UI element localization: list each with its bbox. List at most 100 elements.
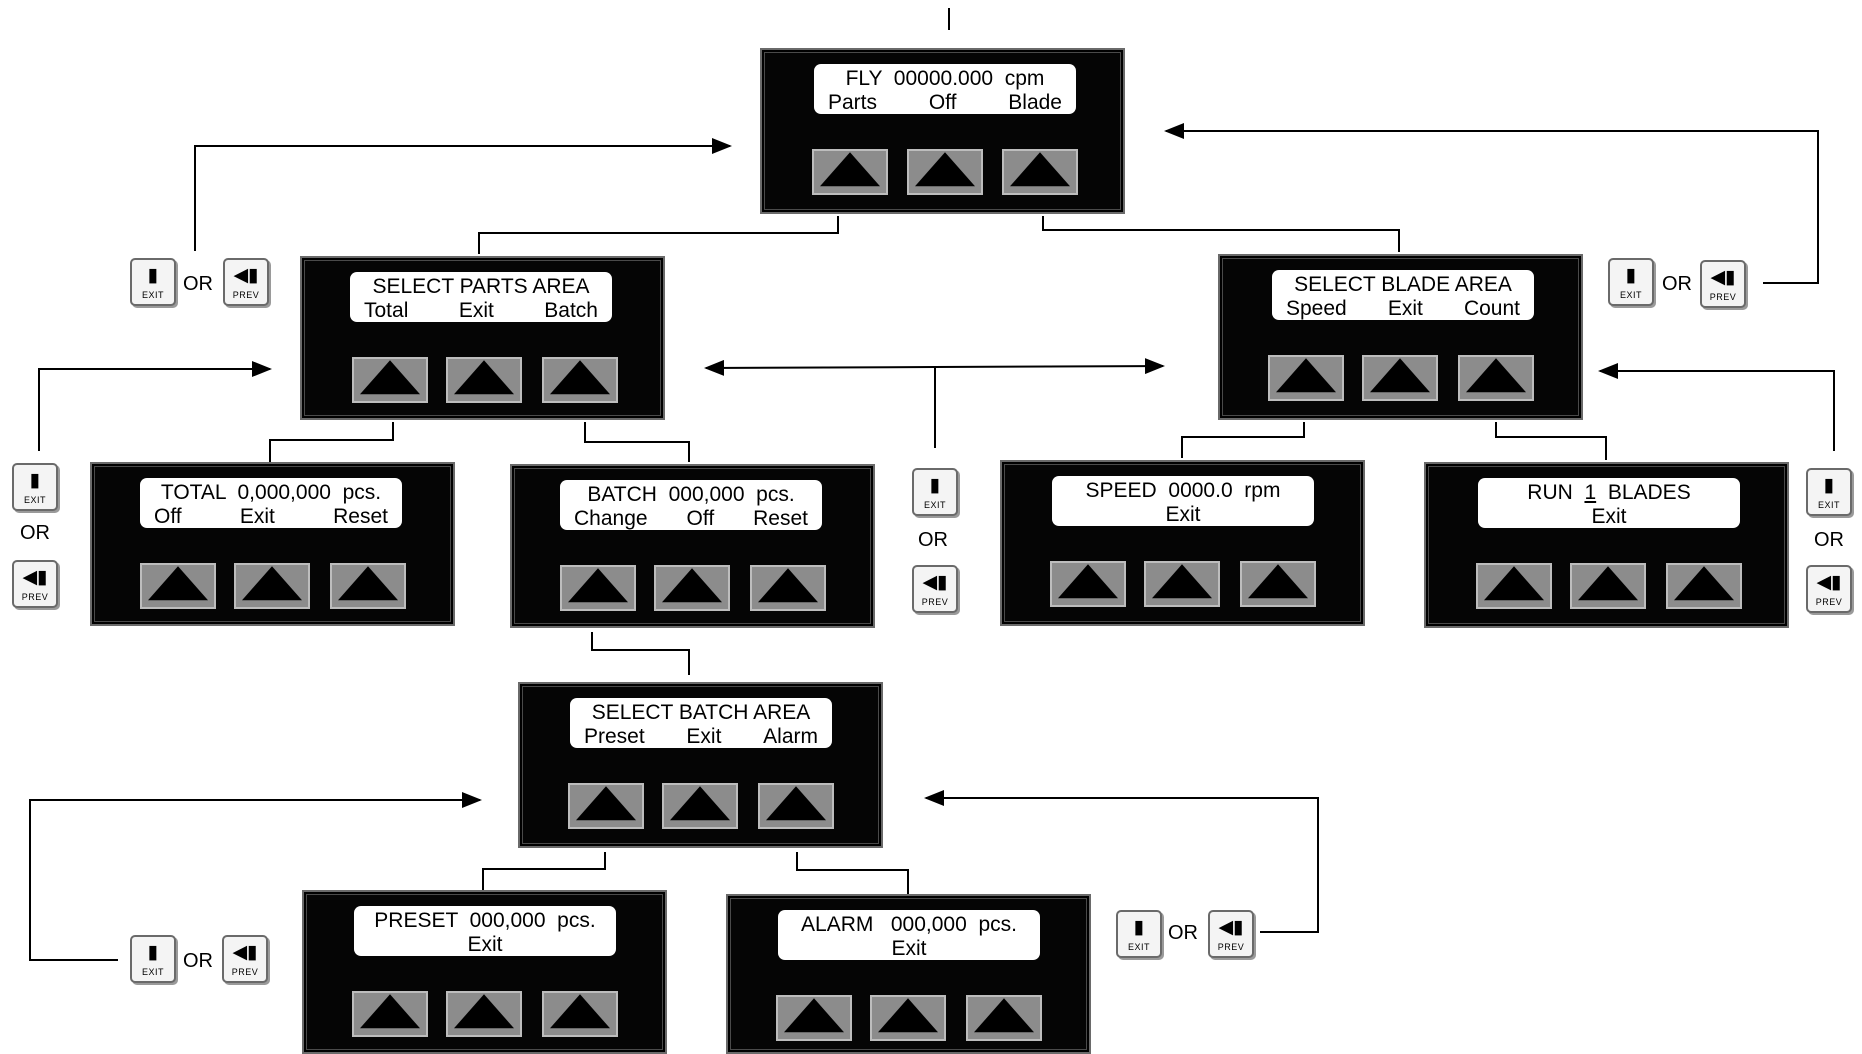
softkey-label-exit: Exit xyxy=(1165,503,1201,526)
display-select-blade: SELECT BLADE AREA Speed Exit Count xyxy=(1272,270,1534,320)
softkey-label-reset: Reset xyxy=(753,507,808,530)
display-line-1: SELECT BATCH AREA xyxy=(591,701,811,724)
softkey-exit-button[interactable] xyxy=(1362,355,1438,401)
softkey-right-button[interactable] xyxy=(542,991,618,1037)
softkey-off-button[interactable] xyxy=(654,565,730,611)
softkey-exit-button[interactable] xyxy=(1144,561,1220,607)
softkey-change-button[interactable] xyxy=(560,565,636,611)
softkey-label-total: Total xyxy=(364,299,409,322)
prev-arrow-icon: ◀▮ xyxy=(233,264,259,286)
softkey-right-button[interactable] xyxy=(1240,561,1316,607)
softkey-reset-button[interactable] xyxy=(750,565,826,611)
triangle-up-icon xyxy=(1370,358,1430,393)
exit-key[interactable]: ▮EXIT xyxy=(130,935,176,983)
display-line-1: BATCH 000,000 pcs. xyxy=(587,483,795,506)
softkey-off-button[interactable] xyxy=(140,563,216,609)
softkey-exit-button[interactable] xyxy=(870,995,946,1041)
triangle-up-icon xyxy=(576,786,636,821)
triangle-up-icon xyxy=(1058,564,1118,599)
prev-arrow-icon: ◀▮ xyxy=(1710,266,1736,288)
display-line-1: SPEED 0000.0 rpm xyxy=(1085,479,1281,502)
softkey-right-button[interactable] xyxy=(1666,563,1742,609)
panel-speed: SPEED 0000.0 rpm Exit xyxy=(1000,460,1365,626)
softkey-off-button[interactable] xyxy=(907,149,983,195)
exit-door-icon: ▮ xyxy=(1133,916,1145,938)
softkey-blade-button[interactable] xyxy=(1002,149,1078,195)
display-line-1: FLY 00000.000 cpm xyxy=(845,67,1045,90)
softkey-exit-button[interactable] xyxy=(234,563,310,609)
softkey-label-parts: Parts xyxy=(828,91,878,114)
triangle-up-icon xyxy=(550,994,610,1029)
softkey-preset-button[interactable] xyxy=(568,783,644,829)
softkey-label-batch: Batch xyxy=(544,299,598,322)
triangle-up-icon xyxy=(974,998,1034,1033)
display-alarm: ALARM 000,000 pcs. Exit xyxy=(778,910,1040,960)
exit-key[interactable]: ▮EXIT xyxy=(1608,258,1654,306)
exit-key[interactable]: ▮EXIT xyxy=(1116,910,1162,958)
exit-key[interactable]: ▮EXIT xyxy=(1806,468,1852,516)
or-label: OR xyxy=(20,522,50,544)
triangle-up-icon xyxy=(662,568,722,603)
prev-arrow-icon: ◀▮ xyxy=(922,571,948,593)
softkey-right-button[interactable] xyxy=(966,995,1042,1041)
softkey-count-button[interactable] xyxy=(1458,355,1534,401)
panel-batch: BATCH 000,000 pcs. Change Off Reset xyxy=(510,464,875,628)
triangle-up-icon xyxy=(1466,358,1526,393)
softkey-exit-button[interactable] xyxy=(662,783,738,829)
softkey-batch-button[interactable] xyxy=(542,357,618,403)
softkey-left-button[interactable] xyxy=(1050,561,1126,607)
triangle-up-icon xyxy=(1010,152,1070,187)
triangle-up-icon xyxy=(670,786,730,821)
softkey-alarm-button[interactable] xyxy=(758,783,834,829)
prev-key[interactable]: ◀▮PREV xyxy=(222,935,268,983)
display-preset: PRESET 000,000 pcs. Exit xyxy=(354,906,616,956)
softkey-left-button[interactable] xyxy=(352,991,428,1037)
prev-key[interactable]: ◀▮PREV xyxy=(223,258,269,306)
softkey-label-count: Count xyxy=(1463,297,1520,320)
prev-key[interactable]: ◀▮PREV xyxy=(1208,910,1254,958)
display-total: TOTAL 0,000,000 pcs. Off Exit Reset xyxy=(140,478,402,528)
prev-key[interactable]: ◀▮PREV xyxy=(12,560,58,608)
softkey-label-exit: Exit xyxy=(891,937,927,960)
prev-key[interactable]: ◀▮PREV xyxy=(912,565,958,613)
softkey-exit-button[interactable] xyxy=(446,991,522,1037)
triangle-up-icon xyxy=(820,152,880,187)
softkey-label-speed: Speed xyxy=(1286,297,1347,320)
triangle-up-icon xyxy=(915,152,975,187)
triangle-up-icon xyxy=(360,994,420,1029)
panel-preset: PRESET 000,000 pcs. Exit xyxy=(302,890,667,1054)
prev-arrow-icon: ◀▮ xyxy=(22,566,48,588)
prev-key[interactable]: ◀▮PREV xyxy=(1806,565,1852,613)
panel-alarm: ALARM 000,000 pcs. Exit xyxy=(726,894,1091,1054)
display-fly: FLY 00000.000 cpm Parts Off Blade xyxy=(814,64,1076,114)
softkey-label-off: Off xyxy=(686,507,715,530)
softkey-left-button[interactable] xyxy=(1476,563,1552,609)
softkey-left-button[interactable] xyxy=(776,995,852,1041)
or-label: OR xyxy=(183,950,213,972)
triangle-up-icon xyxy=(148,566,208,601)
prev-arrow-icon: ◀▮ xyxy=(232,941,258,963)
display-line-1: SELECT BLADE AREA xyxy=(1294,273,1512,296)
softkey-speed-button[interactable] xyxy=(1268,355,1344,401)
exit-key[interactable]: ▮EXIT xyxy=(912,468,958,516)
panel-fly: FLY 00000.000 cpm Parts Off Blade xyxy=(760,48,1125,214)
prev-key[interactable]: ◀▮PREV xyxy=(1700,260,1746,308)
softkey-label-reset: Reset xyxy=(333,505,388,528)
softkey-exit-button[interactable] xyxy=(446,357,522,403)
softkey-exit-button[interactable] xyxy=(1570,563,1646,609)
exit-door-icon: ▮ xyxy=(29,469,41,491)
softkey-reset-button[interactable] xyxy=(330,563,406,609)
exit-key[interactable]: ▮EXIT xyxy=(130,258,176,306)
softkey-total-button[interactable] xyxy=(352,357,428,403)
exit-key[interactable]: ▮EXIT xyxy=(12,463,58,511)
or-label: OR xyxy=(183,273,213,295)
triangle-up-icon xyxy=(766,786,826,821)
softkey-parts-button[interactable] xyxy=(812,149,888,195)
triangle-up-icon xyxy=(454,360,514,395)
softkey-label-exit: Exit xyxy=(467,933,503,956)
panel-select-batch-area: SELECT BATCH AREA Preset Exit Alarm xyxy=(518,682,883,848)
softkey-label-blade: Blade xyxy=(1008,91,1062,114)
display-line-1: ALARM 000,000 pcs. xyxy=(801,913,1017,936)
